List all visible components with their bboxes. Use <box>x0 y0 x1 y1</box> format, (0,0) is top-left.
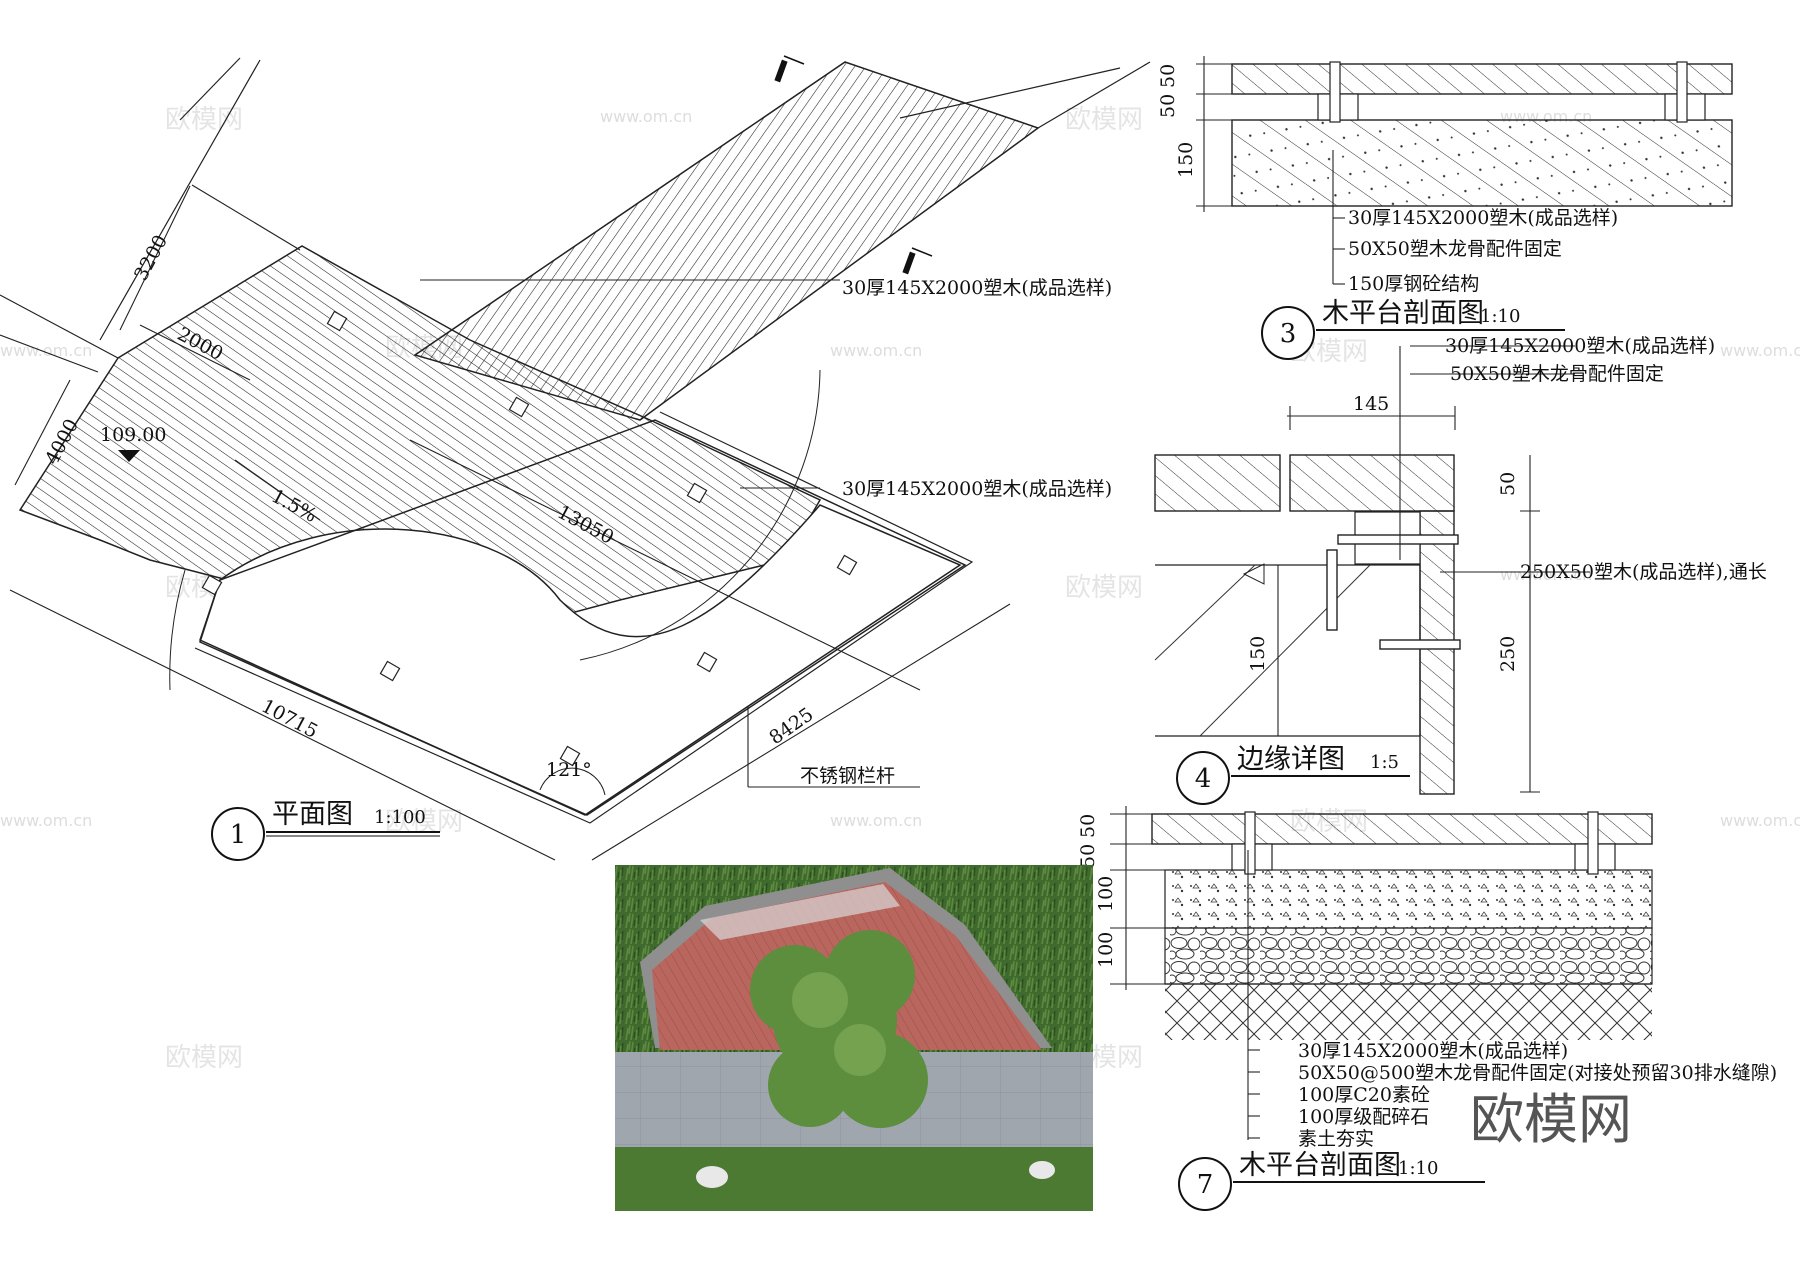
watermark-logo: 欧模网 <box>1065 105 1143 135</box>
s3-note-1: 30厚145X2000塑木(成品选样) <box>1348 207 1618 229</box>
dim-3200: 3200 <box>130 231 172 284</box>
section-7-drawing: 50 50 100 100 30厚145X2000塑木(成品选样) 50X50@… <box>1077 806 1777 1211</box>
watermark-logo: 欧模网 <box>165 1043 243 1073</box>
watermark-url: www.om.cn <box>1500 565 1592 584</box>
section-3-drawing: 50 50 150 30厚145X2000塑木(成品选样) 50X50塑木龙骨配… <box>1157 56 1733 360</box>
watermark-url: www.om.cn <box>1720 811 1800 830</box>
brand-logo: 欧模网 <box>1470 1088 1632 1151</box>
right-deck-outline <box>199 419 967 816</box>
note-railing: 不锈钢栏杆 <box>800 765 895 787</box>
s7-number: 7 <box>1197 1170 1214 1200</box>
plan-title: 平面图 <box>272 799 353 830</box>
dim-8425: 8425 <box>765 703 817 749</box>
d4-title: 边缘详图 <box>1237 744 1345 775</box>
s7-dim-b: 50 <box>1077 844 1099 868</box>
plan-angle: 121° <box>546 759 592 781</box>
note-decking-upper: 30厚145X2000塑木(成品选样) <box>842 277 1112 299</box>
s7-note-5: 素土夯实 <box>1298 1128 1374 1150</box>
s3-number: 3 <box>1280 319 1297 349</box>
watermark-url: www.om.cn <box>1720 341 1800 360</box>
s3-scale: 1:10 <box>1480 306 1520 327</box>
aerial-photo <box>615 865 1093 1211</box>
plan-number: 1 <box>230 820 247 850</box>
d4-dim-50: 50 <box>1497 472 1519 496</box>
watermark-url: www.om.cn <box>0 811 92 830</box>
s7-dim-c: 100 <box>1095 876 1117 912</box>
s7-dim-a: 50 <box>1077 814 1099 838</box>
s3-dim-c: 150 <box>1175 142 1197 178</box>
watermark-url: www.om.cn <box>600 107 692 126</box>
d4-number: 4 <box>1195 764 1212 794</box>
d4-dim-150: 150 <box>1247 636 1269 672</box>
watermark-url: www.om.cn <box>0 341 92 360</box>
watermark-logo: 欧模网 <box>165 105 243 135</box>
s7-dim-d: 100 <box>1095 932 1117 968</box>
s3-dim-b: 50 <box>1157 94 1179 118</box>
s3-dim-a: 50 <box>1157 64 1179 88</box>
d4-scale: 1:5 <box>1370 752 1399 773</box>
plan-elevation: 109.00 <box>100 424 166 446</box>
watermark-url: www.om.cn <box>830 811 922 830</box>
plan-title-block: 1 平面图 1:100 <box>211 799 440 861</box>
s7-note-3: 100厚C20素砼 <box>1298 1084 1430 1106</box>
plan-drawing <box>0 55 1151 861</box>
watermark-logo: 欧模网 <box>1065 573 1143 603</box>
note-decking-lower: 30厚145X2000塑木(成品选样) <box>842 478 1112 500</box>
s3-title: 木平台剖面图 <box>1322 298 1484 329</box>
s7-scale: 1:10 <box>1398 1158 1438 1179</box>
s7-title: 木平台剖面图 <box>1239 1150 1401 1181</box>
d4-dim-145: 145 <box>1353 393 1389 415</box>
watermark-url: www.om.cn <box>830 341 922 360</box>
s7-note-2: 50X50@500塑木龙骨配件固定(对接处预留30排水缝隙) <box>1298 1062 1777 1084</box>
plan-scale: 1:100 <box>374 807 426 828</box>
detail-4-drawing: 145 50 150 250 30厚145X2000塑木(成品选样) 50X50… <box>1154 335 1767 805</box>
s3-note-2: 50X50塑木龙骨配件固定 <box>1348 238 1562 260</box>
s3-note-3: 150厚钢砼结构 <box>1348 273 1479 295</box>
s7-note-4: 100厚级配碎石 <box>1298 1106 1429 1128</box>
d4-note-3: 250X50塑木(成品选样),通长 <box>1520 561 1767 583</box>
d4-note-2: 50X50塑木龙骨配件固定 <box>1450 363 1664 385</box>
d4-note-1: 30厚145X2000塑木(成品选样) <box>1445 335 1715 357</box>
d4-dim-250: 250 <box>1497 636 1519 672</box>
dim-10715: 10715 <box>258 695 322 743</box>
s7-note-1: 30厚145X2000塑木(成品选样) <box>1298 1040 1568 1062</box>
